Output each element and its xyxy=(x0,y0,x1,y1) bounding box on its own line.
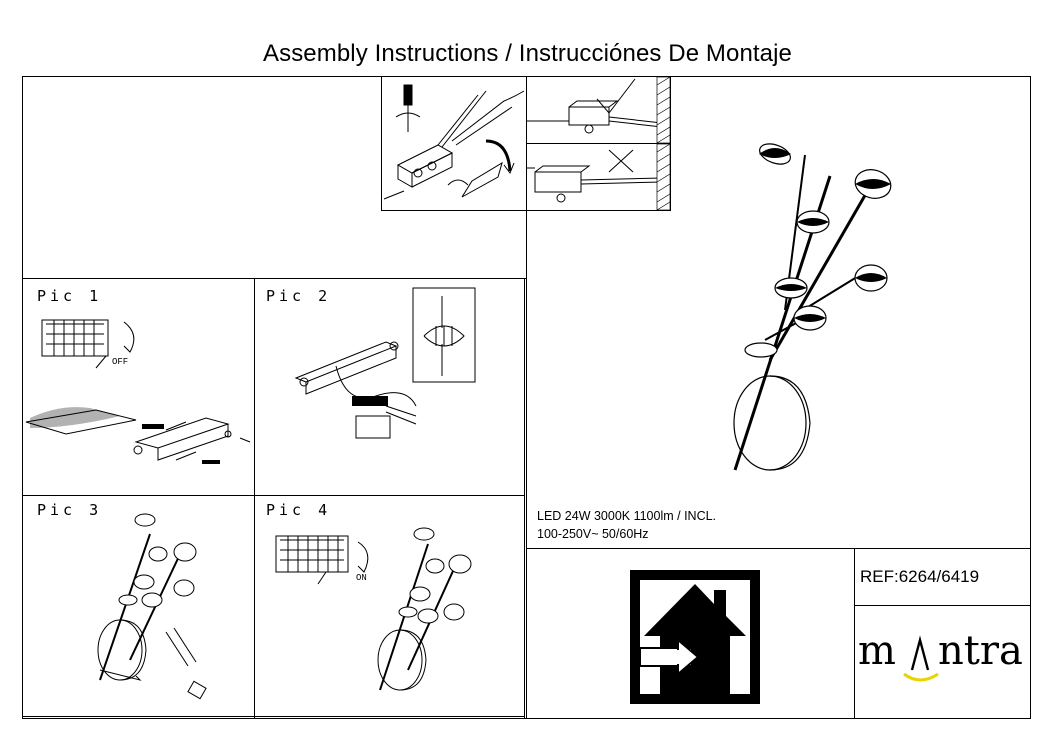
pic3-lamp-mount-illustration xyxy=(97,513,207,700)
lamp-product-illustration xyxy=(733,143,892,471)
wiring-correct-illustration xyxy=(527,76,671,144)
pic1-breaker-mount-illustration: OFF xyxy=(25,319,251,464)
pic4-breaker-on-illustration: ON xyxy=(275,527,472,691)
spec-power: LED 24W 3000K 1100lm / INCL. xyxy=(537,509,717,523)
pic-grid-bottom xyxy=(22,716,525,717)
mantra-logo-prefix: m xyxy=(858,628,896,674)
spec-voltage: 100-250V~ 50/60Hz xyxy=(537,527,649,541)
pic-2-label: Pic 2 xyxy=(266,287,332,305)
mantra-logo: m ntra xyxy=(858,628,1030,688)
divider-vertical-main xyxy=(526,76,527,719)
pic-1-label: Pic 1 xyxy=(37,287,103,305)
pic-grid-middle-h xyxy=(22,495,525,496)
pic4-on-text: ON xyxy=(356,573,367,583)
product-reference: REF:6264/6419 xyxy=(860,567,980,586)
pic-3-label: Pic 3 xyxy=(37,501,103,519)
indoor-use-icon xyxy=(630,570,760,704)
mantra-logo-suffix: ntra xyxy=(938,628,1023,674)
divider-top-left-box-left xyxy=(381,76,382,211)
divider-top-wiring-mid xyxy=(526,143,671,144)
pic-grid-top xyxy=(22,278,527,279)
logo-divider-v xyxy=(854,548,855,719)
divider-top-wiring-right xyxy=(670,76,671,211)
wiring-incorrect-illustration xyxy=(527,143,671,211)
pic-grid-middle-v xyxy=(254,278,255,719)
page-title: Assembly Instructions / Instrucciónes De… xyxy=(262,40,792,67)
specs-divider xyxy=(526,548,1031,549)
pic2-wiring-illustration xyxy=(294,287,476,439)
pic1-off-text: OFF xyxy=(112,357,128,367)
pic-grid-right xyxy=(524,278,525,719)
wiring-terminal-illustration xyxy=(383,84,525,200)
ref-divider xyxy=(854,605,1031,606)
divider-top-left-box-bottom xyxy=(381,210,671,211)
mantra-logo-accent xyxy=(903,635,939,682)
pic-4-label: Pic 4 xyxy=(266,501,332,519)
